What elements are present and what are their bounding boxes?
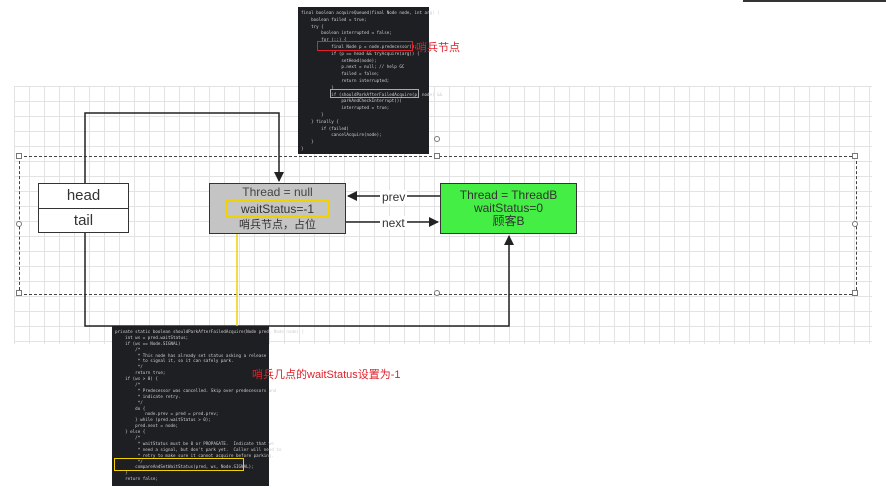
code-line: private static boolean shouldParkAfterFa… [115,329,305,334]
resize-handle-bl[interactable] [16,290,22,296]
resize-handle-br[interactable] [852,290,858,296]
head-label: head [39,184,128,209]
rotate-handle[interactable] [434,136,440,142]
code-line: return true; [115,370,166,376]
code-line: if (ws == Node.SIGNAL) [115,340,181,346]
code-line: } [301,84,334,90]
node-b-waitstatus-text: waitStatus=0 [473,201,544,215]
tail-label: tail [73,212,94,229]
code-line: interrupted = true; [301,105,390,111]
code-line: cancelAcquire(node); [301,132,382,138]
code-line: } [115,470,128,476]
top-annotation: 哨兵节点 [416,42,460,54]
code-line: /* [115,435,141,441]
acquire-queued-code-panel: final boolean acquireQueued(final Node n… [298,7,443,154]
code-line: compareAndSetWaitStatus(pred, ws, Node.S… [115,464,254,470]
code-line: return interrupted; [301,77,390,83]
code-line: /* [115,382,141,388]
resize-handle-tl[interactable] [16,153,22,159]
resize-handle-tm[interactable] [434,153,440,159]
dummy-thread-text: Thread = null [242,184,313,199]
code-line: failed = false; [301,71,380,77]
code-line: if (shouldParkAfterFailedAcquire(p, node… [301,91,443,97]
prev-label: prev [380,190,408,204]
code-line: return false; [115,476,158,482]
code-line: if (ws > 0) { [115,376,158,382]
head-connector [84,112,284,183]
dummy-caption: 哨兵节点，占位 [239,218,316,231]
code-line: if (failed) [301,125,349,131]
resize-handle-tr[interactable] [852,153,858,159]
resize-handle-bm[interactable] [434,290,440,296]
code-line: } finally { [301,118,339,124]
code-line: pred.next = node; [115,423,179,429]
should-park-highlight [330,89,419,98]
code-line: final boolean acquireQueued(final Node n… [301,10,440,15]
should-park-code-panel: private static boolean shouldParkAfterFa… [112,326,305,486]
code-line: * Predecessor was cancelled. Skip over p… [115,387,277,393]
code-line: */ [115,364,143,370]
node-b-thread-text: Thread = ThreadB [459,188,558,202]
code-line: * indicate retry. [115,393,181,399]
code-line: boolean failed = true; [301,16,367,22]
code-line: int ws = pred.waitStatus; [115,334,189,340]
code-line: p.next = null; // help GC [301,64,405,70]
code-line: node.prev = pred = pred.prev; [115,411,219,417]
code-line: boolean interrupted = false; [301,30,392,36]
code-line: for (;;) { [301,37,347,43]
code-line: } while (pred.waitStatus > 0); [115,417,211,423]
next-label: next [380,216,407,230]
code-line: } else { [115,429,146,435]
code-line: */ [115,399,143,405]
compare-and-set-highlight [114,458,244,471]
code-line: * need a signal, but don't park yet. Cal… [115,446,282,452]
code-line: * waitStatus must be 0 or PROPAGATE. Ind… [115,440,274,446]
code-line: * This node has already set status askin… [115,352,267,358]
code-line: */ [115,458,143,464]
tail-connector [84,233,514,327]
dummy-waitstatus-text: waitStatus=-1 [224,199,331,218]
code-line: setHead(node); [301,57,377,63]
code-line: if (p == head && tryAcquire(arg)) { [301,50,420,56]
code-line: } [301,111,324,117]
resize-handle-ml[interactable] [16,221,22,227]
dummy-node[interactable]: Thread = null waitStatus=-1 哨兵节点，占位 [209,183,346,234]
node-b[interactable]: Thread = ThreadB waitStatus=0 顾客B [440,183,577,234]
bottom-annotation: 哨兵几点的waitStatus设置为-1 [252,369,401,381]
top-right-bar [743,0,886,2]
head-tail-box: head tail [38,183,129,233]
code-line: } [301,145,304,151]
code-line: do { [115,405,146,411]
code-line: } [301,139,314,145]
code-line: * to signal it, so it can safely park. [115,358,234,364]
code-line: /* [115,346,141,352]
resize-handle-mr[interactable] [852,221,858,227]
node-b-caption: 顾客B [492,214,525,228]
predecessor-highlight [317,41,413,51]
code-line: * retry to make sure it cannot acquire b… [115,452,274,458]
code-line: try { [301,23,324,29]
code-line: final Node p = node.predecessor(); [301,43,417,49]
code-line: parkAndCheckInterrupt()) [301,98,402,104]
